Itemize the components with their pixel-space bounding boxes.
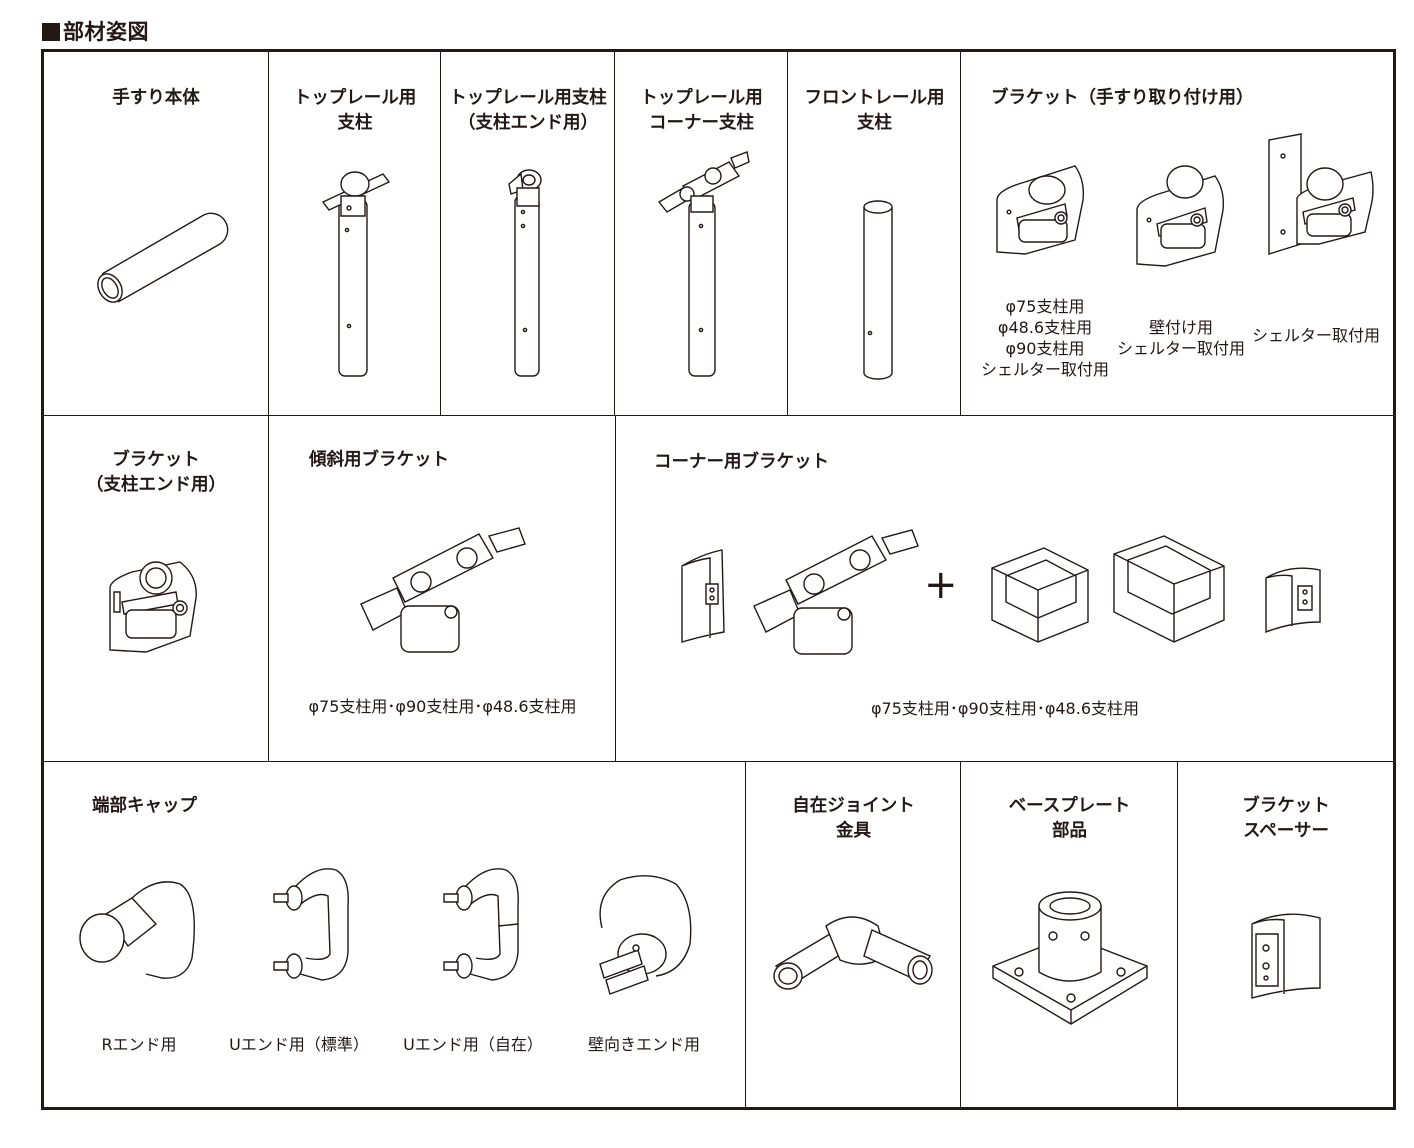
spacer-icon bbox=[1248, 904, 1324, 1004]
end-caps-title: 端部キャップ bbox=[92, 796, 197, 816]
corner-end-block-icon bbox=[1262, 560, 1324, 636]
corner-channel-long-icon bbox=[1110, 532, 1228, 646]
cell-incline-bracket: 傾斜用ブラケット φ75支柱用･φ90支柱用･φ48.6支柱用 bbox=[268, 416, 616, 762]
incline-bracket-caption: φ75支柱用･φ90支柱用･φ48.6支柱用 bbox=[308, 697, 577, 716]
u-end-flexible-caption: Uエンド用（自在） bbox=[403, 1035, 543, 1054]
cell-bracket-end: ブラケット （支柱エンド用） bbox=[44, 416, 268, 762]
bracket-variant-2-caption: 壁付け用 シェルター取付用 bbox=[1116, 318, 1245, 358]
cell-corner-bracket: コーナー用ブラケット + bbox=[615, 416, 1394, 762]
saddle-bracket-icon bbox=[995, 160, 1087, 260]
bracket-variant-3-caption: シェルター取付用 bbox=[1251, 326, 1380, 345]
joint-title: 自在ジョイント 金具 bbox=[792, 796, 915, 841]
row-2: ブラケット （支柱エンド用） 傾斜用ブラケット bbox=[44, 415, 1393, 762]
bracket-title: ブラケット（手すり取り付け用） bbox=[991, 88, 1254, 108]
r-end-cap-icon bbox=[76, 874, 198, 986]
post-with-clamp-icon bbox=[319, 160, 399, 380]
r-end-caption: Rエンド用 bbox=[101, 1035, 177, 1054]
top-post-end-title: トップレール用支柱 （支柱エンド用） bbox=[449, 88, 607, 133]
base-plate-icon bbox=[989, 884, 1151, 1026]
elbow-joint-icon bbox=[768, 906, 938, 990]
cell-joint: 自在ジョイント 金具 bbox=[745, 762, 961, 1108]
cell-top-post-end: トップレール用支柱 （支柱エンド用） bbox=[440, 52, 615, 415]
square-bullet-icon bbox=[42, 23, 60, 41]
page-heading: 部材姿図 bbox=[42, 16, 149, 46]
parts-table: 手すり本体 トップレール用 支柱 トップレール用支柱 （支柱エンド用） bbox=[41, 49, 1396, 1110]
bracket-variant-1-caption: φ75支柱用 φ48.6支柱用 φ90支柱用 シェルター取付用 bbox=[980, 297, 1109, 379]
u-end-standard-icon bbox=[266, 862, 352, 992]
heading-text: 部材姿図 bbox=[63, 20, 149, 44]
cell-corner-post: トップレール用 コーナー支柱 bbox=[614, 52, 788, 415]
corner-bracket-title: コーナー用ブラケット bbox=[654, 452, 829, 472]
cell-base-plate: ベースプレート 部品 bbox=[960, 762, 1178, 1108]
shelter-bracket-icon bbox=[1267, 132, 1377, 257]
corner-bracket-cover-icon bbox=[676, 548, 732, 644]
pipe-icon bbox=[84, 202, 234, 312]
base-plate-title: ベースプレート 部品 bbox=[1008, 796, 1131, 841]
post-end-icon bbox=[501, 160, 561, 380]
cell-front-post: フロントレール用 支柱 bbox=[787, 52, 961, 415]
corner-channel-short-icon bbox=[988, 544, 1094, 644]
wall-end-cap-icon bbox=[592, 868, 696, 998]
wall-bracket-icon bbox=[1135, 160, 1227, 270]
cell-spacer: ブラケット スペーサー bbox=[1177, 762, 1394, 1108]
corner-post-icon bbox=[655, 150, 755, 380]
spacer-title: ブラケット スペーサー bbox=[1242, 796, 1330, 841]
corner-bracket-caption: φ75支柱用･φ90支柱用･φ48.6支柱用 bbox=[870, 699, 1139, 718]
corner-bracket-icon bbox=[752, 528, 924, 658]
end-bracket-icon bbox=[106, 558, 202, 658]
incline-bracket-title: 傾斜用ブラケット bbox=[309, 450, 449, 470]
row-3: 端部キャップ bbox=[44, 761, 1393, 1108]
top-post-title: トップレール用 支柱 bbox=[293, 88, 417, 133]
front-post-title: フロントレール用 支柱 bbox=[804, 88, 945, 133]
cell-bracket: ブラケット（手すり取り付け用） bbox=[960, 52, 1394, 415]
incline-bracket-icon bbox=[359, 526, 531, 656]
cell-end-caps: 端部キャップ bbox=[44, 762, 745, 1108]
wall-end-caption: 壁向きエンド用 bbox=[587, 1035, 700, 1054]
u-end-standard-caption: Uエンド用（標準） bbox=[229, 1035, 369, 1054]
bracket-end-title: ブラケット （支柱エンド用） bbox=[86, 450, 226, 495]
plus-sign: + bbox=[924, 562, 958, 608]
row-1: 手すり本体 トップレール用 支柱 トップレール用支柱 （支柱エンド用） bbox=[44, 52, 1393, 415]
u-end-flexible-icon bbox=[436, 862, 522, 992]
cell-top-post: トップレール用 支柱 bbox=[268, 52, 441, 415]
cell-handrail: 手すり本体 bbox=[44, 52, 268, 415]
handrail-title: 手すり本体 bbox=[112, 88, 200, 108]
corner-post-title: トップレール用 コーナー支柱 bbox=[640, 88, 763, 133]
plain-post-icon bbox=[858, 197, 898, 382]
